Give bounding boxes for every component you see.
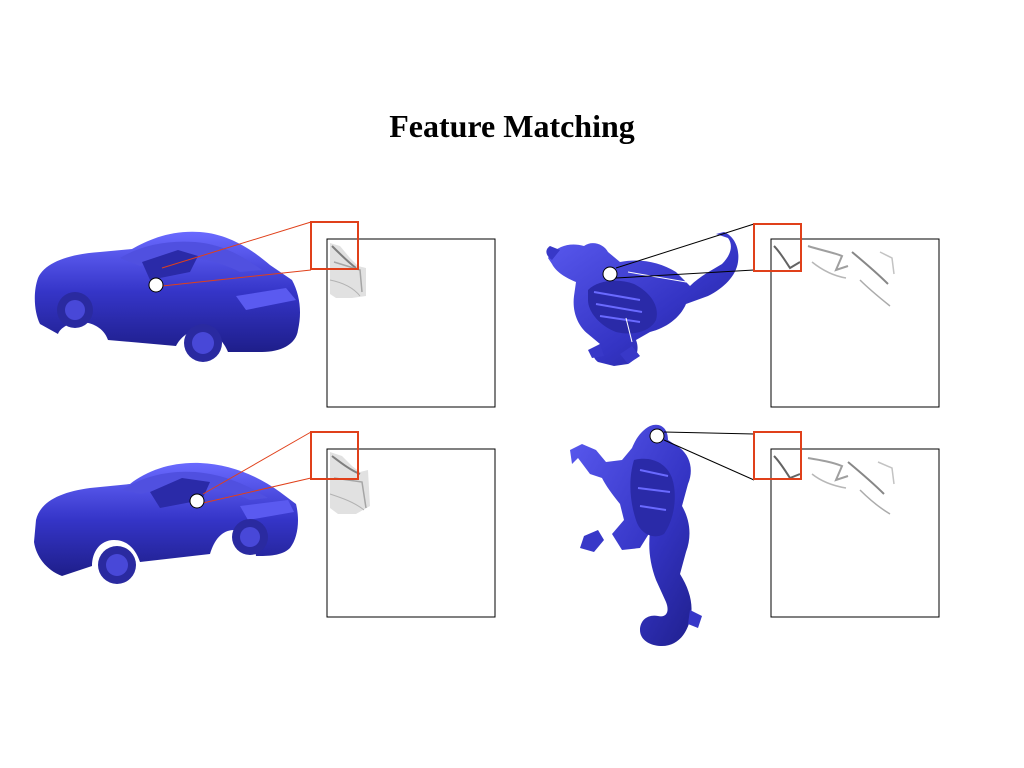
descriptor-texture — [773, 455, 895, 515]
connector-line — [615, 269, 755, 279]
descriptor-texture — [329, 243, 366, 298]
connector-line — [663, 431, 755, 435]
descriptor-texture — [773, 245, 895, 307]
zoom-box — [753, 431, 802, 480]
connector-line — [663, 439, 755, 481]
feature-descriptor-panel — [770, 448, 940, 618]
zoom-box — [310, 221, 359, 270]
dragon-top-group — [546, 223, 940, 408]
car-icon — [34, 462, 298, 584]
feature-point — [649, 428, 665, 444]
feature-point — [148, 277, 164, 293]
dragon-icon — [570, 424, 702, 646]
connector-line — [161, 221, 312, 269]
zoom-box — [753, 223, 802, 272]
feature-point — [189, 493, 205, 509]
car-icon — [34, 231, 300, 362]
connector-line — [202, 431, 312, 495]
slide-title: Feature Matching — [389, 108, 635, 144]
connector-line — [202, 477, 312, 504]
dragon-bottom-group — [570, 424, 940, 646]
car-top-group — [34, 221, 496, 408]
feature-descriptor-panel — [770, 238, 940, 408]
dragon-icon — [546, 232, 739, 366]
connector-line — [161, 269, 312, 287]
feature-point — [602, 266, 618, 282]
connector-line — [615, 223, 755, 269]
car-bottom-group — [34, 431, 496, 618]
zoom-box — [310, 431, 359, 480]
